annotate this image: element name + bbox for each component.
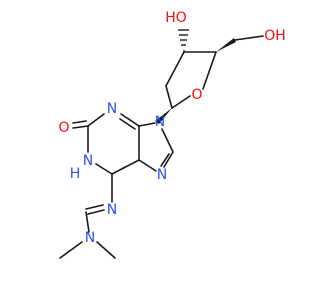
bond-c2-o-double: [72, 120, 87, 124]
sugar-ring: [165, 51, 217, 109]
bond-ch-nme2: [85, 211, 90, 233]
bond-c2-o: [72, 125, 89, 129]
atom-n9: N: [155, 114, 165, 130]
bond-o-c4: [202, 51, 217, 90]
bond-c2-c1: [165, 85, 173, 109]
wedge-bond-c1-n9: [155, 108, 172, 124]
bond-n1-c6: [95, 163, 113, 175]
bond-nme-right: [96, 241, 116, 259]
bond-n-ch-double: [85, 204, 104, 210]
atom-n1-hydrogen: H: [70, 166, 81, 182]
bond-c4-n3-double: [119, 118, 136, 130]
atom-oh-right: OH: [264, 28, 286, 44]
bond-c1-o: [171, 95, 191, 109]
bond-n3-c2: [87, 113, 105, 127]
bond-c4-n9: [138, 122, 156, 127]
bond-c6-c5: [111, 159, 140, 175]
purine-ring: [72, 113, 174, 203]
atom-ring-oxygen: O: [191, 87, 202, 103]
molecule-structure: HO OH O N N N O N H N N: [58, 10, 286, 259]
bond-nme-left: [59, 241, 83, 259]
bond-n9-c8: [161, 128, 174, 153]
atom-n-imine: N: [107, 202, 117, 218]
bond-c4-n3: [120, 113, 140, 127]
bond-c8-n7-double: [160, 153, 170, 167]
bond-n-ch: [87, 209, 105, 215]
atom-n1: N: [83, 153, 93, 169]
atom-n7: N: [157, 167, 167, 183]
atom-n3: N: [107, 101, 117, 117]
molecule-canvas: HO OH O N N N O N H N N: [58, 10, 286, 259]
atom-n-dimethyl: N: [85, 230, 95, 246]
bond-c3-c2: [165, 51, 185, 87]
atom-oh-top: HO: [165, 10, 187, 26]
amidine-chain: [59, 204, 116, 259]
wedge-bond-c4-ch2: [216, 38, 236, 52]
atom-carbonyl-oxygen: O: [58, 120, 69, 136]
hash-bond-oh: [178, 29, 189, 52]
bond-c8-n7: [163, 151, 174, 168]
bond-n7-c5: [138, 159, 157, 172]
bond-ch2-oh: [234, 35, 264, 41]
